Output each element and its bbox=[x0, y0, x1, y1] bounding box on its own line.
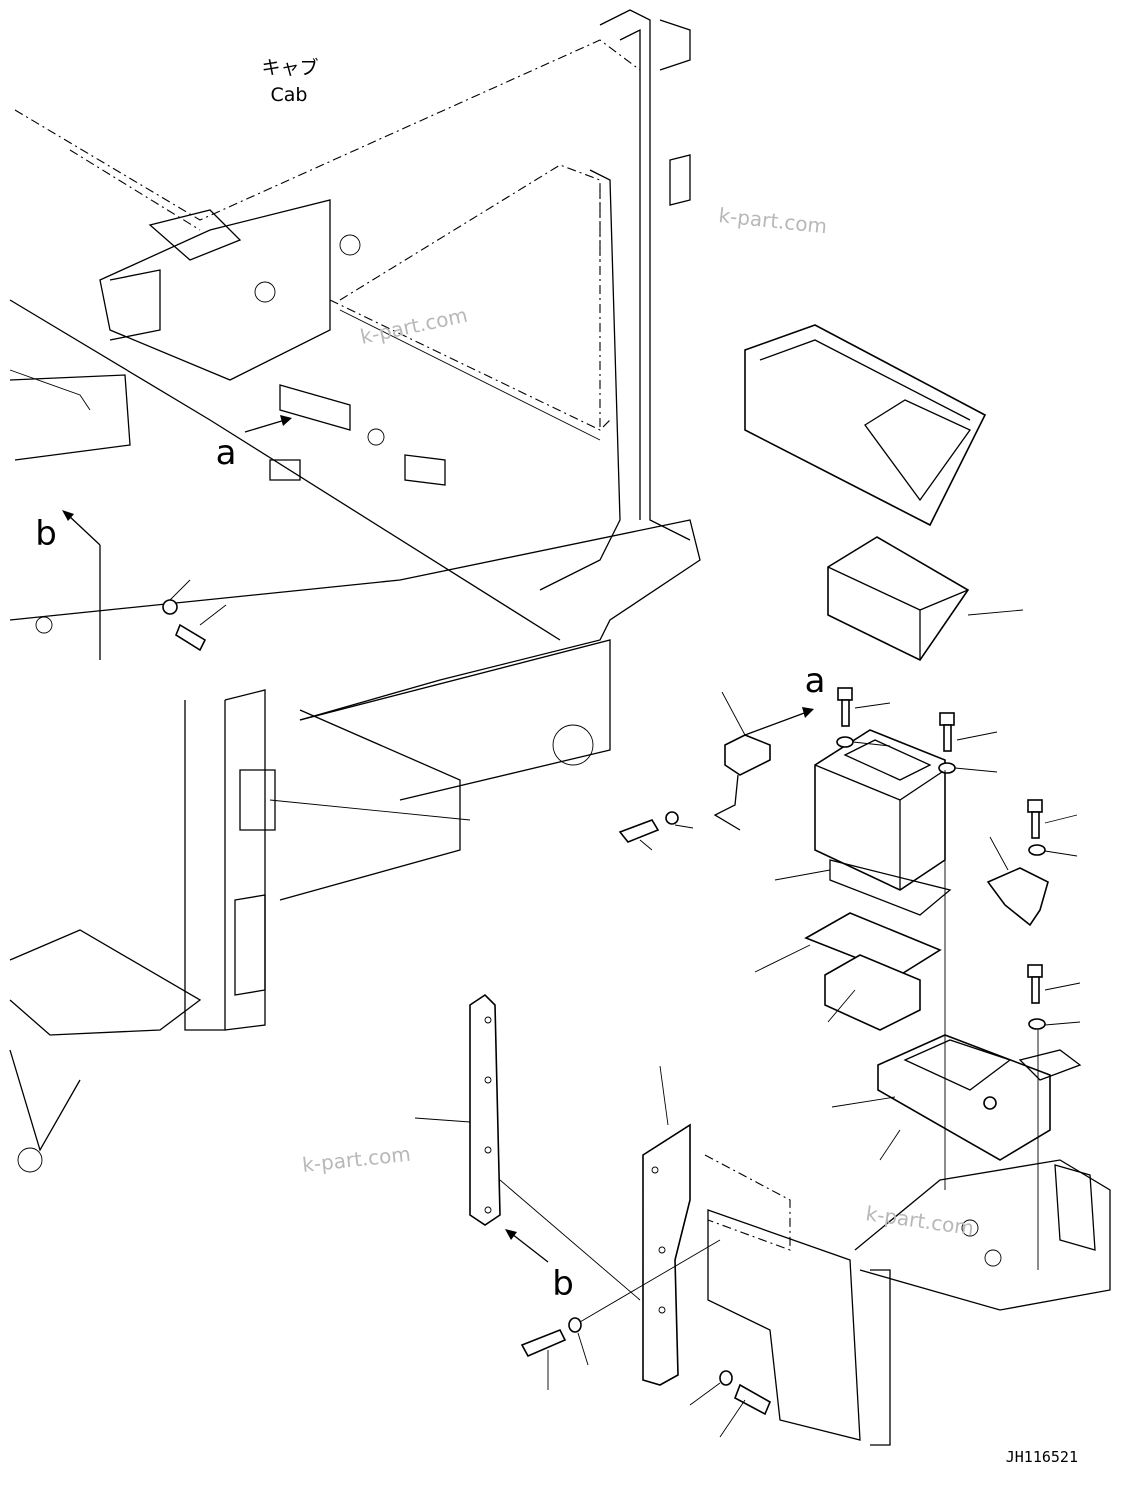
cab-frame bbox=[9, 9, 701, 1173]
watermark: k-part.com bbox=[358, 303, 470, 349]
clamp bbox=[986, 836, 1049, 927]
callout-b-left: b bbox=[35, 514, 57, 554]
battery-cover-top bbox=[744, 324, 987, 527]
title-jp: キャブ bbox=[261, 56, 318, 79]
drawing-number: JH116521 bbox=[1006, 1448, 1078, 1466]
tray bbox=[824, 954, 921, 1031]
watermark: k-part.com bbox=[301, 1142, 412, 1177]
floor-section-right bbox=[704, 770, 1111, 1446]
bracket-base bbox=[831, 1034, 1082, 1161]
title-en: Cab bbox=[271, 84, 308, 106]
bolts-right bbox=[618, 687, 1081, 1030]
callout-a-top: a bbox=[216, 433, 237, 473]
watermark: k-part.com bbox=[717, 203, 828, 238]
watermark: k-part.com bbox=[864, 1201, 975, 1240]
bracket-long bbox=[414, 993, 501, 1226]
bolts-bottom bbox=[520, 1239, 772, 1438]
bracket-plate bbox=[499, 1065, 691, 1386]
box-liner bbox=[827, 536, 1024, 662]
callout-b-bottom: b bbox=[552, 1264, 574, 1304]
battery-box bbox=[774, 729, 952, 916]
callout-arrows bbox=[62, 415, 814, 1263]
bracket-small-a bbox=[713, 691, 771, 831]
callout-a-right: a bbox=[805, 661, 826, 701]
